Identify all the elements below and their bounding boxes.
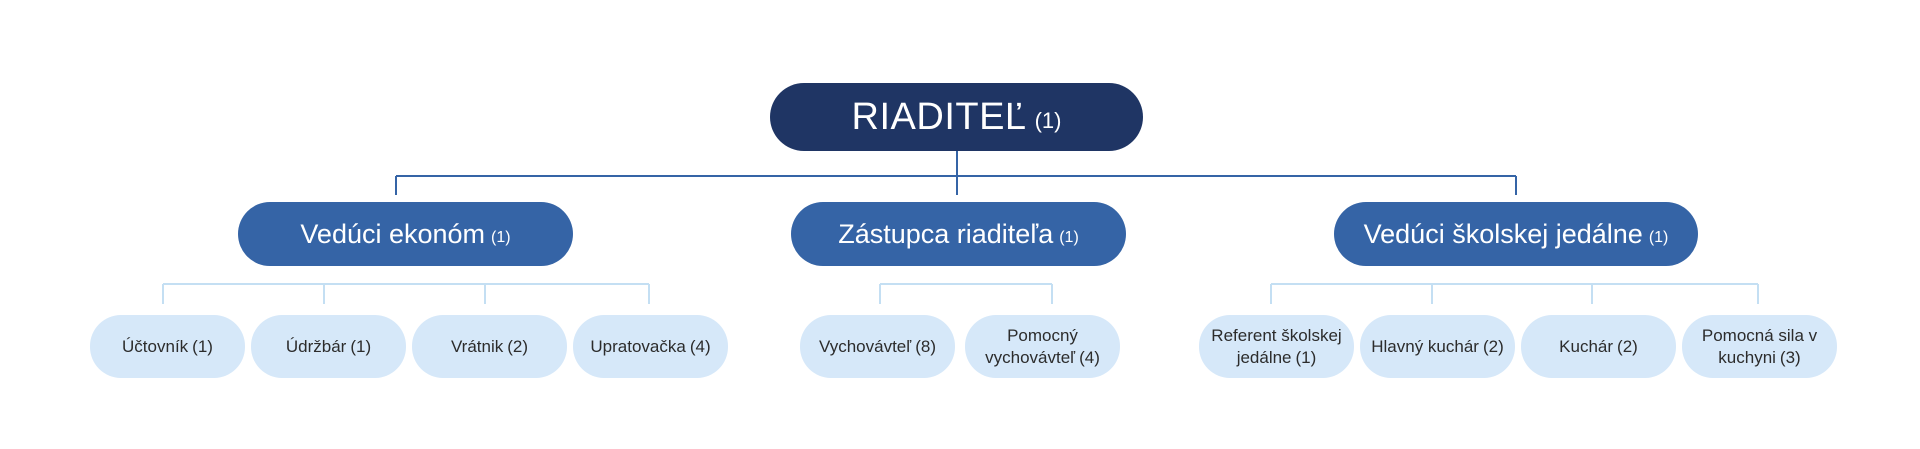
- node-label: Údržbár: [285, 336, 347, 356]
- node-count: (2): [507, 336, 529, 356]
- node-referent-skolskej-jedalne: Referent školskej jedálne(1): [1199, 315, 1354, 378]
- node-label: Zástupca riaditeľa: [838, 218, 1054, 249]
- node-riaditel: RIADITEĽ (1): [770, 83, 1143, 151]
- node-vychovavtel: Vychovávteľ(8): [800, 315, 955, 378]
- node-count: (1): [1295, 347, 1317, 367]
- node-pomocny-vychovavtel: Pomocný vychovávteľ(4): [965, 315, 1120, 378]
- connector-zastupca: [879, 283, 1053, 304]
- node-count: (1): [192, 336, 213, 356]
- node-label: Referent školskej jedálne: [1211, 325, 1342, 367]
- node-count: (8): [915, 336, 936, 356]
- node-upratovacka: Upratovačka(4): [573, 315, 728, 378]
- node-label: Účtovník: [122, 336, 189, 356]
- node-label: Vedúci ekonóm: [300, 218, 486, 249]
- node-count: (1): [1648, 229, 1669, 246]
- node-label: Vedúci školskej jedálne: [1363, 218, 1643, 249]
- node-count: (2): [1482, 336, 1504, 356]
- node-veduci-skolskej-jedalne: Vedúci školskej jedálne (1): [1334, 202, 1698, 266]
- node-label: Pomocný vychovávteľ: [985, 325, 1078, 367]
- node-label: Upratovačka: [590, 336, 686, 356]
- node-count: (2): [1617, 336, 1638, 356]
- node-count: (1): [1034, 108, 1062, 133]
- node-count: (1): [350, 336, 372, 356]
- node-veduci-ekonom: Vedúci ekonóm (1): [238, 202, 573, 266]
- node-vratnik: Vrátnik(2): [412, 315, 567, 378]
- node-hlavny-kuchar: Hlavný kuchár(2): [1360, 315, 1515, 378]
- node-pomocna-sila-v-kuchyni: Pomocná sila v kuchyni(3): [1682, 315, 1837, 378]
- node-udrzbar: Údržbár(1): [251, 315, 406, 378]
- node-label: Kuchár: [1559, 336, 1614, 356]
- node-count: (4): [1079, 347, 1100, 367]
- node-count: (3): [1779, 347, 1801, 367]
- node-count: (1): [1059, 229, 1079, 246]
- node-uctovnik: Účtovník(1): [90, 315, 245, 378]
- node-label: Vychovávteľ: [819, 336, 912, 356]
- connector-vedu-ekonom: [162, 283, 650, 304]
- root-connector: [395, 151, 1517, 195]
- node-count: (1): [491, 229, 511, 246]
- node-label: Hlavný kuchár: [1371, 336, 1479, 356]
- node-label: RIADITEĽ: [851, 95, 1027, 138]
- node-count: (4): [689, 336, 711, 356]
- node-zastupca-riaditela: Zástupca riaditeľa (1): [791, 202, 1126, 266]
- node-label: Pomocná sila v kuchyni: [1701, 325, 1818, 367]
- node-kuchar: Kuchár(2): [1521, 315, 1676, 378]
- connector-jedalen: [1270, 283, 1759, 304]
- node-label: Vrátnik: [450, 336, 504, 356]
